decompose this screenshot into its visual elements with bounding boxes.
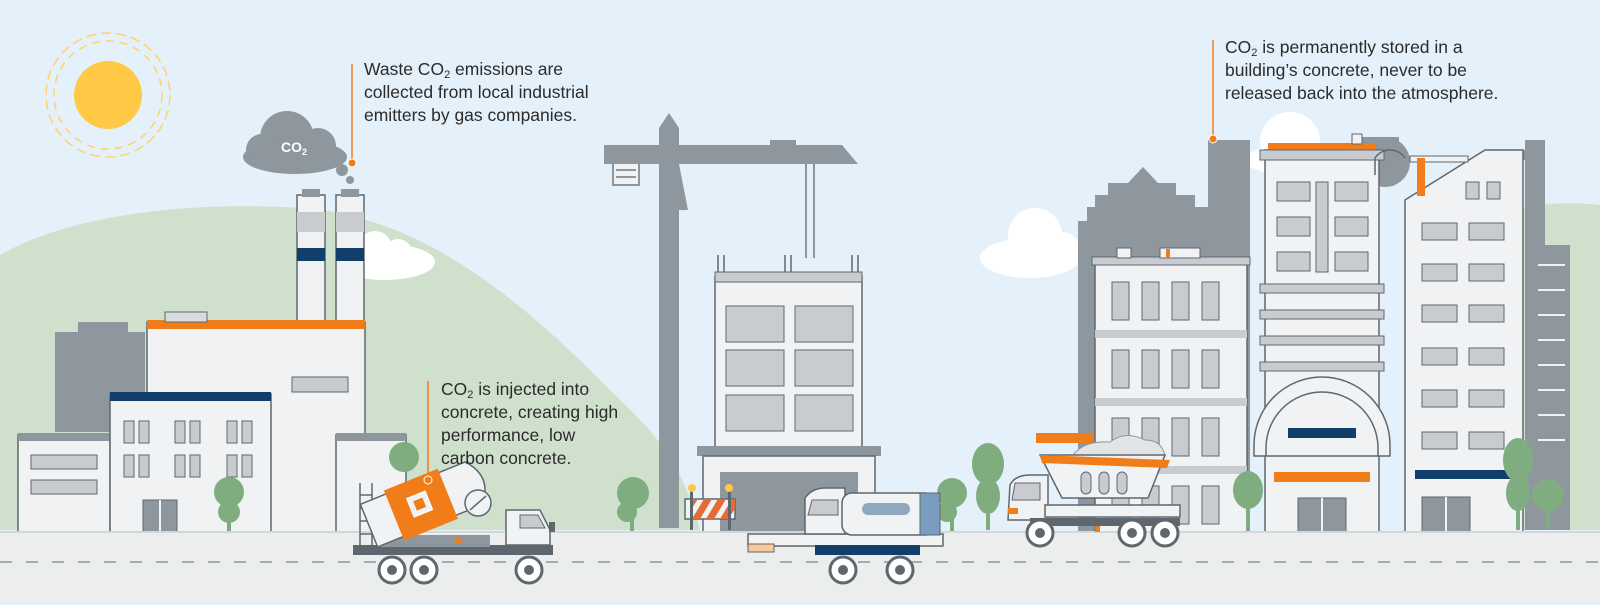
cement-mixer-truck-icon <box>353 461 555 585</box>
callout-leader-capture <box>347 64 357 168</box>
callout-line: Waste CO2 emissions are <box>364 59 564 81</box>
callout-leader-store <box>1208 40 1218 144</box>
callout-line: CO2 is injected into <box>441 379 590 401</box>
callout-line: released back into the atmosphere. <box>1225 83 1499 103</box>
tree <box>617 443 1004 533</box>
co2-cloud-icon <box>243 111 354 184</box>
callout-line: carbon concrete. <box>441 448 572 468</box>
building-under-construction <box>697 255 881 535</box>
dump-truck-icon <box>1007 433 1181 548</box>
callout-line: collected from local industrial <box>364 82 589 102</box>
cloud <box>980 208 1080 278</box>
callout-line: emitters by gas companies. <box>364 105 578 125</box>
sun-icon <box>45 32 171 158</box>
road-barrier-icon <box>684 484 736 530</box>
callout-inject-text: CO2 is injected into concrete, creating … <box>441 378 651 470</box>
crane-icon <box>604 113 858 528</box>
callout-line: building’s concrete, never to be <box>1225 60 1467 80</box>
tanker-truck-icon <box>747 487 944 585</box>
tree <box>1233 438 1564 531</box>
callout-line: performance, low <box>441 425 576 445</box>
callout-leader-inject <box>423 381 433 485</box>
callout-line: CO2 is permanently stored in a <box>1225 37 1463 59</box>
co2-cloud-label: CO2 <box>281 139 308 157</box>
factory-icon <box>17 189 407 535</box>
callout-store-text: CO2 is permanently stored in a building’… <box>1225 36 1545 105</box>
callout-capture-text: Waste CO2 emissions are collected from l… <box>364 58 634 127</box>
tree <box>214 442 419 533</box>
callout-line: concrete, creating high <box>441 402 619 422</box>
